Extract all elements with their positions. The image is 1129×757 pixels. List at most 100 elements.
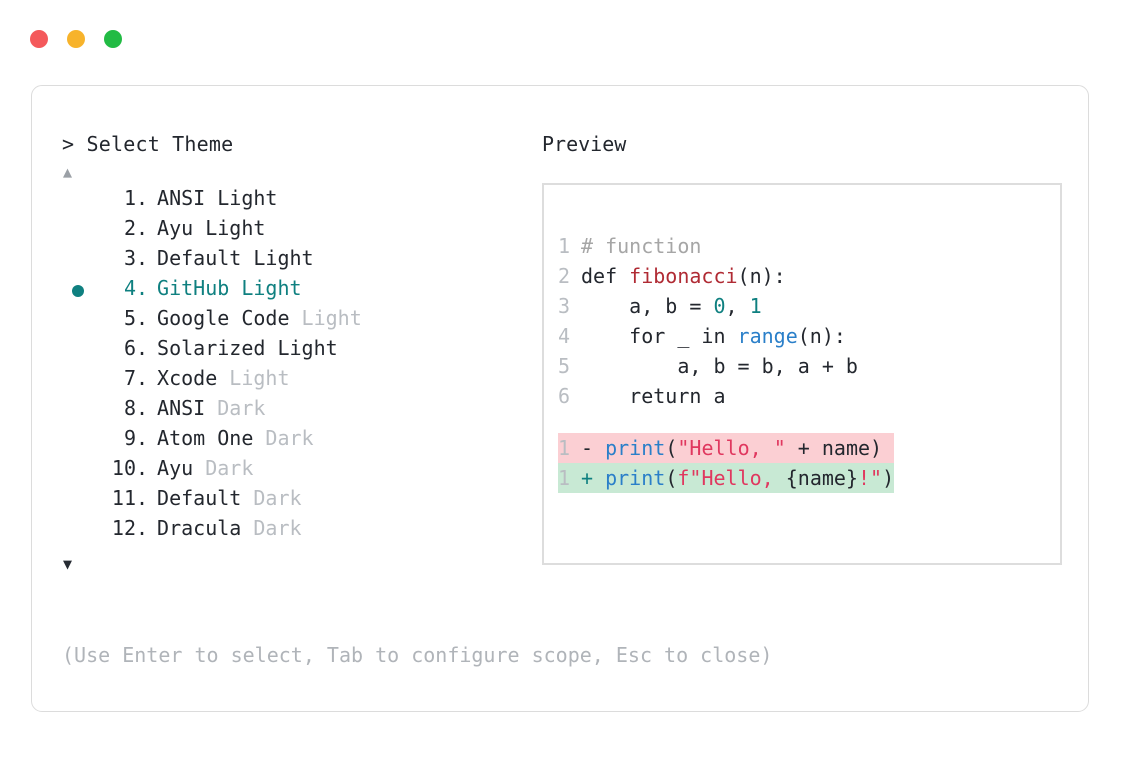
scroll-down-icon[interactable]: ▼	[63, 555, 73, 573]
selection-bullet-slot	[62, 486, 94, 516]
diff-sign: +	[581, 466, 606, 490]
code-token: return a	[581, 384, 726, 408]
theme-list-item[interactable]: 7.Xcode Light	[62, 366, 532, 396]
selection-bullet-slot	[62, 336, 94, 366]
code-token: f"Hello,	[677, 466, 786, 490]
theme-item-variant: Light	[193, 216, 266, 240]
theme-item-index-separator: .	[136, 186, 149, 210]
prompt-line: > Select Theme	[62, 132, 532, 156]
theme-list-item[interactable]: 4.GitHub Light	[62, 276, 532, 306]
theme-item-name: GitHub	[157, 276, 230, 300]
selection-bullet-slot	[62, 186, 94, 216]
scroll-up-icon[interactable]: ▲	[63, 163, 73, 181]
code-token: 0	[713, 294, 726, 318]
theme-list-item[interactable]: 6.Solarized Light	[62, 336, 532, 366]
code-token: "Hello, "	[677, 436, 786, 460]
theme-item-name: Default	[157, 486, 242, 510]
code-token: (	[665, 466, 678, 490]
code-line: 3 a, b = 0, 1	[558, 291, 894, 321]
theme-item-index: 4	[123, 276, 136, 300]
theme-item-index-separator: .	[136, 486, 149, 510]
theme-item-index: 3	[123, 246, 136, 270]
line-number: 1	[558, 466, 571, 490]
line-number: 5	[558, 354, 571, 378]
theme-item-variant: Light	[241, 246, 314, 270]
code-token: )	[882, 466, 895, 490]
theme-item-name: Solarized	[157, 336, 266, 360]
line-number: 2	[558, 264, 571, 288]
theme-item-name: Default	[157, 246, 242, 270]
code-token: print	[605, 466, 666, 490]
code-token: a, b =	[581, 294, 714, 318]
code-token: print	[605, 436, 666, 460]
theme-item-index-separator: .	[136, 246, 149, 270]
theme-item-name: ANSI	[157, 186, 206, 210]
theme-item-variant: Dark	[253, 426, 314, 450]
theme-item-index-separator: .	[136, 516, 149, 540]
theme-list-item[interactable]: 12.Dracula Dark	[62, 516, 532, 546]
window-controls	[30, 30, 122, 48]
code-token: {name}	[785, 466, 858, 490]
code-line: 1# function	[558, 231, 894, 261]
selection-bullet-slot	[62, 426, 94, 456]
maximize-button[interactable]	[104, 30, 122, 48]
theme-item-index-separator: .	[136, 426, 149, 450]
theme-item-index: 1	[123, 186, 136, 210]
theme-item-name: Ayu	[157, 216, 194, 240]
code-token: ,	[725, 294, 750, 318]
theme-item-variant: Light	[217, 366, 290, 390]
theme-list-item[interactable]: 2.Ayu Light	[62, 216, 532, 246]
preview-title: Preview	[542, 132, 627, 156]
selection-bullet-slot	[62, 216, 94, 246]
code-token: for _ in	[581, 324, 738, 348]
selection-bullet-slot	[62, 396, 94, 426]
keyboard-hint: (Use Enter to select, Tab to configure s…	[62, 643, 773, 667]
close-button[interactable]	[30, 30, 48, 48]
theme-list-item[interactable]: 10.Ayu Dark	[62, 456, 532, 486]
theme-list-item[interactable]: 9.Atom One Dark	[62, 426, 532, 456]
line-number: 3	[558, 294, 571, 318]
code-token: (n):	[737, 264, 786, 288]
theme-list-item[interactable]: 5. Google Code Light	[62, 306, 532, 336]
selection-bullet-slot	[62, 306, 94, 336]
theme-item-index-separator: .	[136, 306, 149, 330]
code-token: range	[737, 324, 798, 348]
theme-item-index: 5	[123, 306, 136, 330]
theme-item-variant: Light	[205, 186, 278, 210]
line-number: 6	[558, 384, 571, 408]
code-spacer	[558, 411, 894, 433]
code-line: 5 a, b = b, a + b	[558, 351, 894, 381]
theme-item-variant: Dark	[241, 516, 302, 540]
theme-item-variant: Light	[289, 306, 362, 330]
selection-bullet-slot	[62, 366, 94, 396]
theme-list-item[interactable]: 11.Default Dark	[62, 486, 532, 516]
theme-item-name: Xcode	[157, 366, 218, 390]
code-token: a, b = b, a + b	[581, 354, 858, 378]
code-line: 4 for _ in range(n):	[558, 321, 894, 351]
diff-line-del: 1- print("Hello, " + name)	[558, 433, 895, 463]
theme-list-item[interactable]: 3. Default Light	[62, 246, 532, 276]
theme-item-name: Google Code	[157, 306, 290, 330]
line-number: 4	[558, 324, 571, 348]
selection-bullet-slot	[62, 516, 94, 546]
minimize-button[interactable]	[67, 30, 85, 48]
theme-item-name: ANSI	[157, 396, 206, 420]
theme-list-item[interactable]: 1. ANSI Light	[62, 186, 532, 216]
selection-bullet-slot	[62, 276, 94, 306]
theme-item-index: 12	[111, 516, 136, 540]
theme-item-index-separator: .	[136, 456, 149, 480]
theme-item-index: 7	[123, 366, 136, 390]
line-number: 1	[558, 234, 571, 258]
code-token: 1	[749, 294, 762, 318]
theme-item-index: 6	[123, 336, 136, 360]
code-token: + name)	[785, 436, 883, 460]
theme-item-variant: Dark	[193, 456, 254, 480]
theme-list-item[interactable]: 8.ANSI Dark	[62, 396, 532, 426]
